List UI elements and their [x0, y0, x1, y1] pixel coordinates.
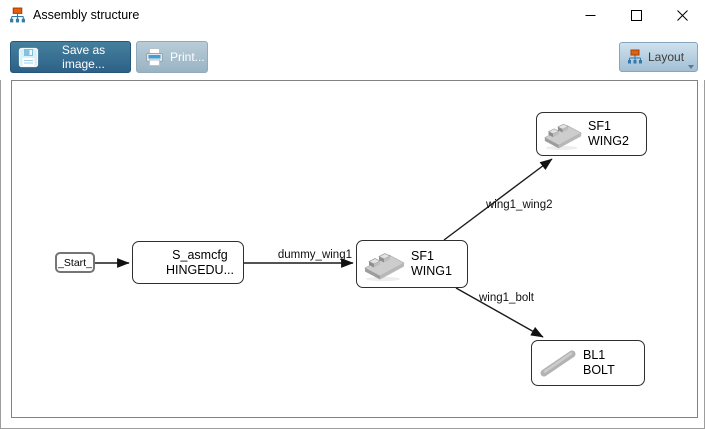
minimize-button[interactable]	[567, 0, 613, 30]
window-controls	[567, 0, 705, 30]
node-start-label: _Start_	[58, 256, 92, 269]
edge-label-wing1-bolt: wing1_bolt	[479, 292, 534, 304]
node-wing2-label: SF1 WING2	[588, 119, 629, 148]
node-bolt[interactable]: BL1 BOLT	[531, 340, 645, 386]
node-wing1[interactable]: SF1 WING1	[356, 240, 468, 288]
maximize-button[interactable]	[613, 0, 659, 30]
node-wing2[interactable]: SF1 WING2	[536, 112, 647, 156]
close-button[interactable]	[659, 0, 705, 30]
window-title: Assembly structure	[33, 8, 140, 22]
wing-part-icon	[542, 115, 584, 154]
printer-icon	[144, 47, 165, 67]
toolbar: Save as image... Print...	[0, 30, 705, 80]
save-as-image-button[interactable]: Save as image...	[10, 41, 131, 73]
edge-lines	[95, 158, 553, 338]
save-as-image-label: Save as image...	[61, 43, 106, 71]
node-asmcfg[interactable]: S_asmcfg HINGEDU...	[132, 241, 244, 284]
titlebar: Assembly structure	[0, 0, 705, 30]
wing-part-icon	[362, 244, 407, 285]
org-chart-icon	[627, 49, 643, 65]
node-asmcfg-label: S_asmcfg HINGEDU...	[165, 247, 234, 277]
edge-label-dummy-wing1: dummy_wing1	[277, 249, 352, 261]
node-wing1-label: SF1 WING1	[411, 249, 452, 278]
bolt-rod-icon	[537, 343, 579, 384]
floppy-disk-icon	[18, 47, 39, 68]
layout-button[interactable]: Layout	[619, 42, 698, 72]
print-button[interactable]: Print...	[136, 41, 208, 73]
edge-label-wing1-wing2: wing1_wing2	[486, 199, 553, 211]
node-bolt-label: BL1 BOLT	[583, 348, 615, 377]
assembly-tree-icon	[9, 7, 26, 24]
diagram-canvas[interactable]: _Start_ S_asmcfg HINGEDU...	[11, 80, 698, 418]
node-start[interactable]: _Start_	[55, 252, 95, 273]
layout-label: Layout	[648, 50, 685, 64]
print-label: Print...	[170, 50, 205, 64]
dropdown-caret-icon	[688, 65, 694, 69]
